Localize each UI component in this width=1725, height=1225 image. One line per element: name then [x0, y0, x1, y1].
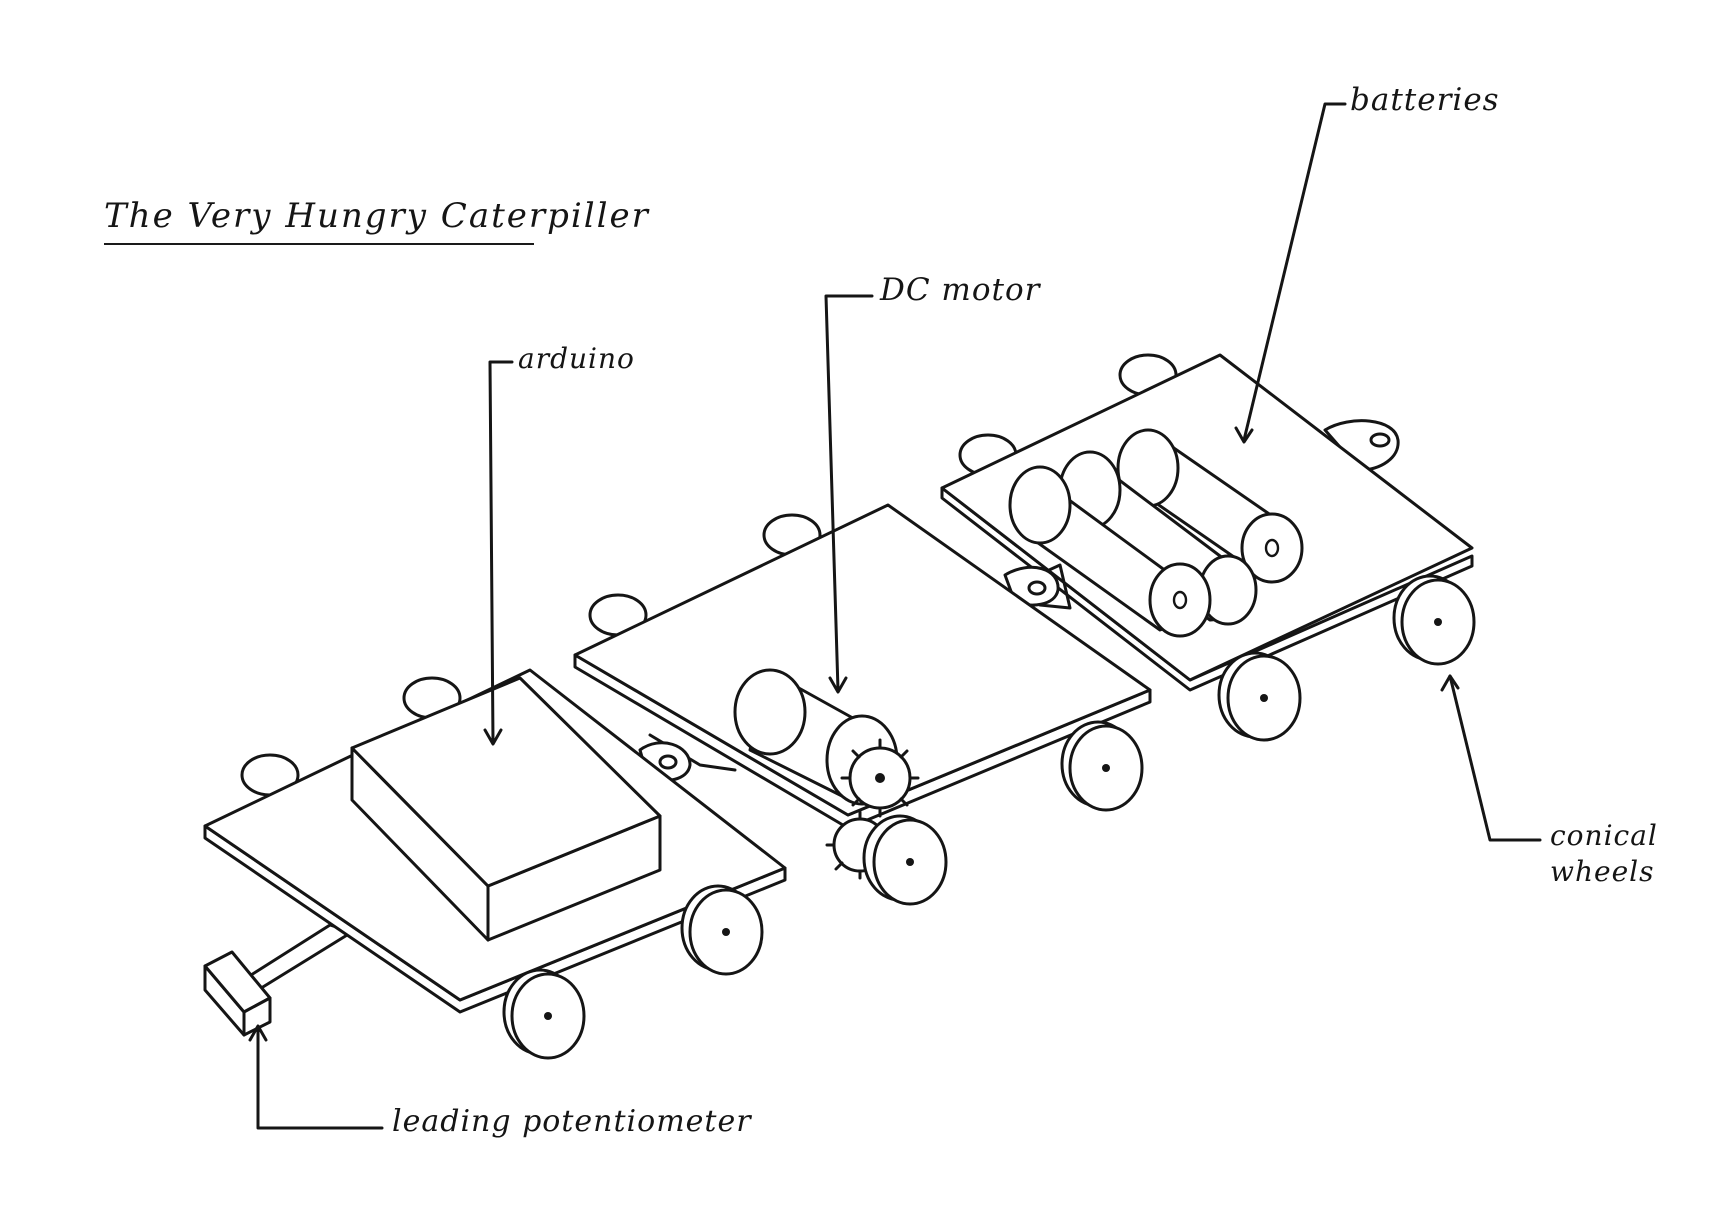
title-underline — [104, 243, 534, 245]
diagram-title: The Very Hungry Caterpiller — [104, 196, 650, 236]
label-batteries: batteries — [1350, 82, 1500, 118]
leader-lines — [248, 102, 1542, 1130]
platform-batteries — [940, 353, 1476, 742]
platform-arduino — [203, 668, 787, 1060]
platform-motor — [573, 503, 1152, 906]
potentiometer-box — [203, 950, 272, 1037]
label-conical-line1: conical — [1550, 819, 1658, 852]
arduino-board — [350, 676, 662, 942]
battery-pack — [1008, 428, 1304, 638]
label-leading-potentiometer: leading potentiometer — [392, 1104, 752, 1139]
label-conical-line2: wheels — [1550, 855, 1655, 888]
label-dc-motor: DC motor — [880, 272, 1041, 308]
dc-motor — [733, 668, 920, 818]
label-arduino: arduino — [518, 342, 635, 375]
label-conical-wheels: conical wheels — [1550, 818, 1658, 890]
